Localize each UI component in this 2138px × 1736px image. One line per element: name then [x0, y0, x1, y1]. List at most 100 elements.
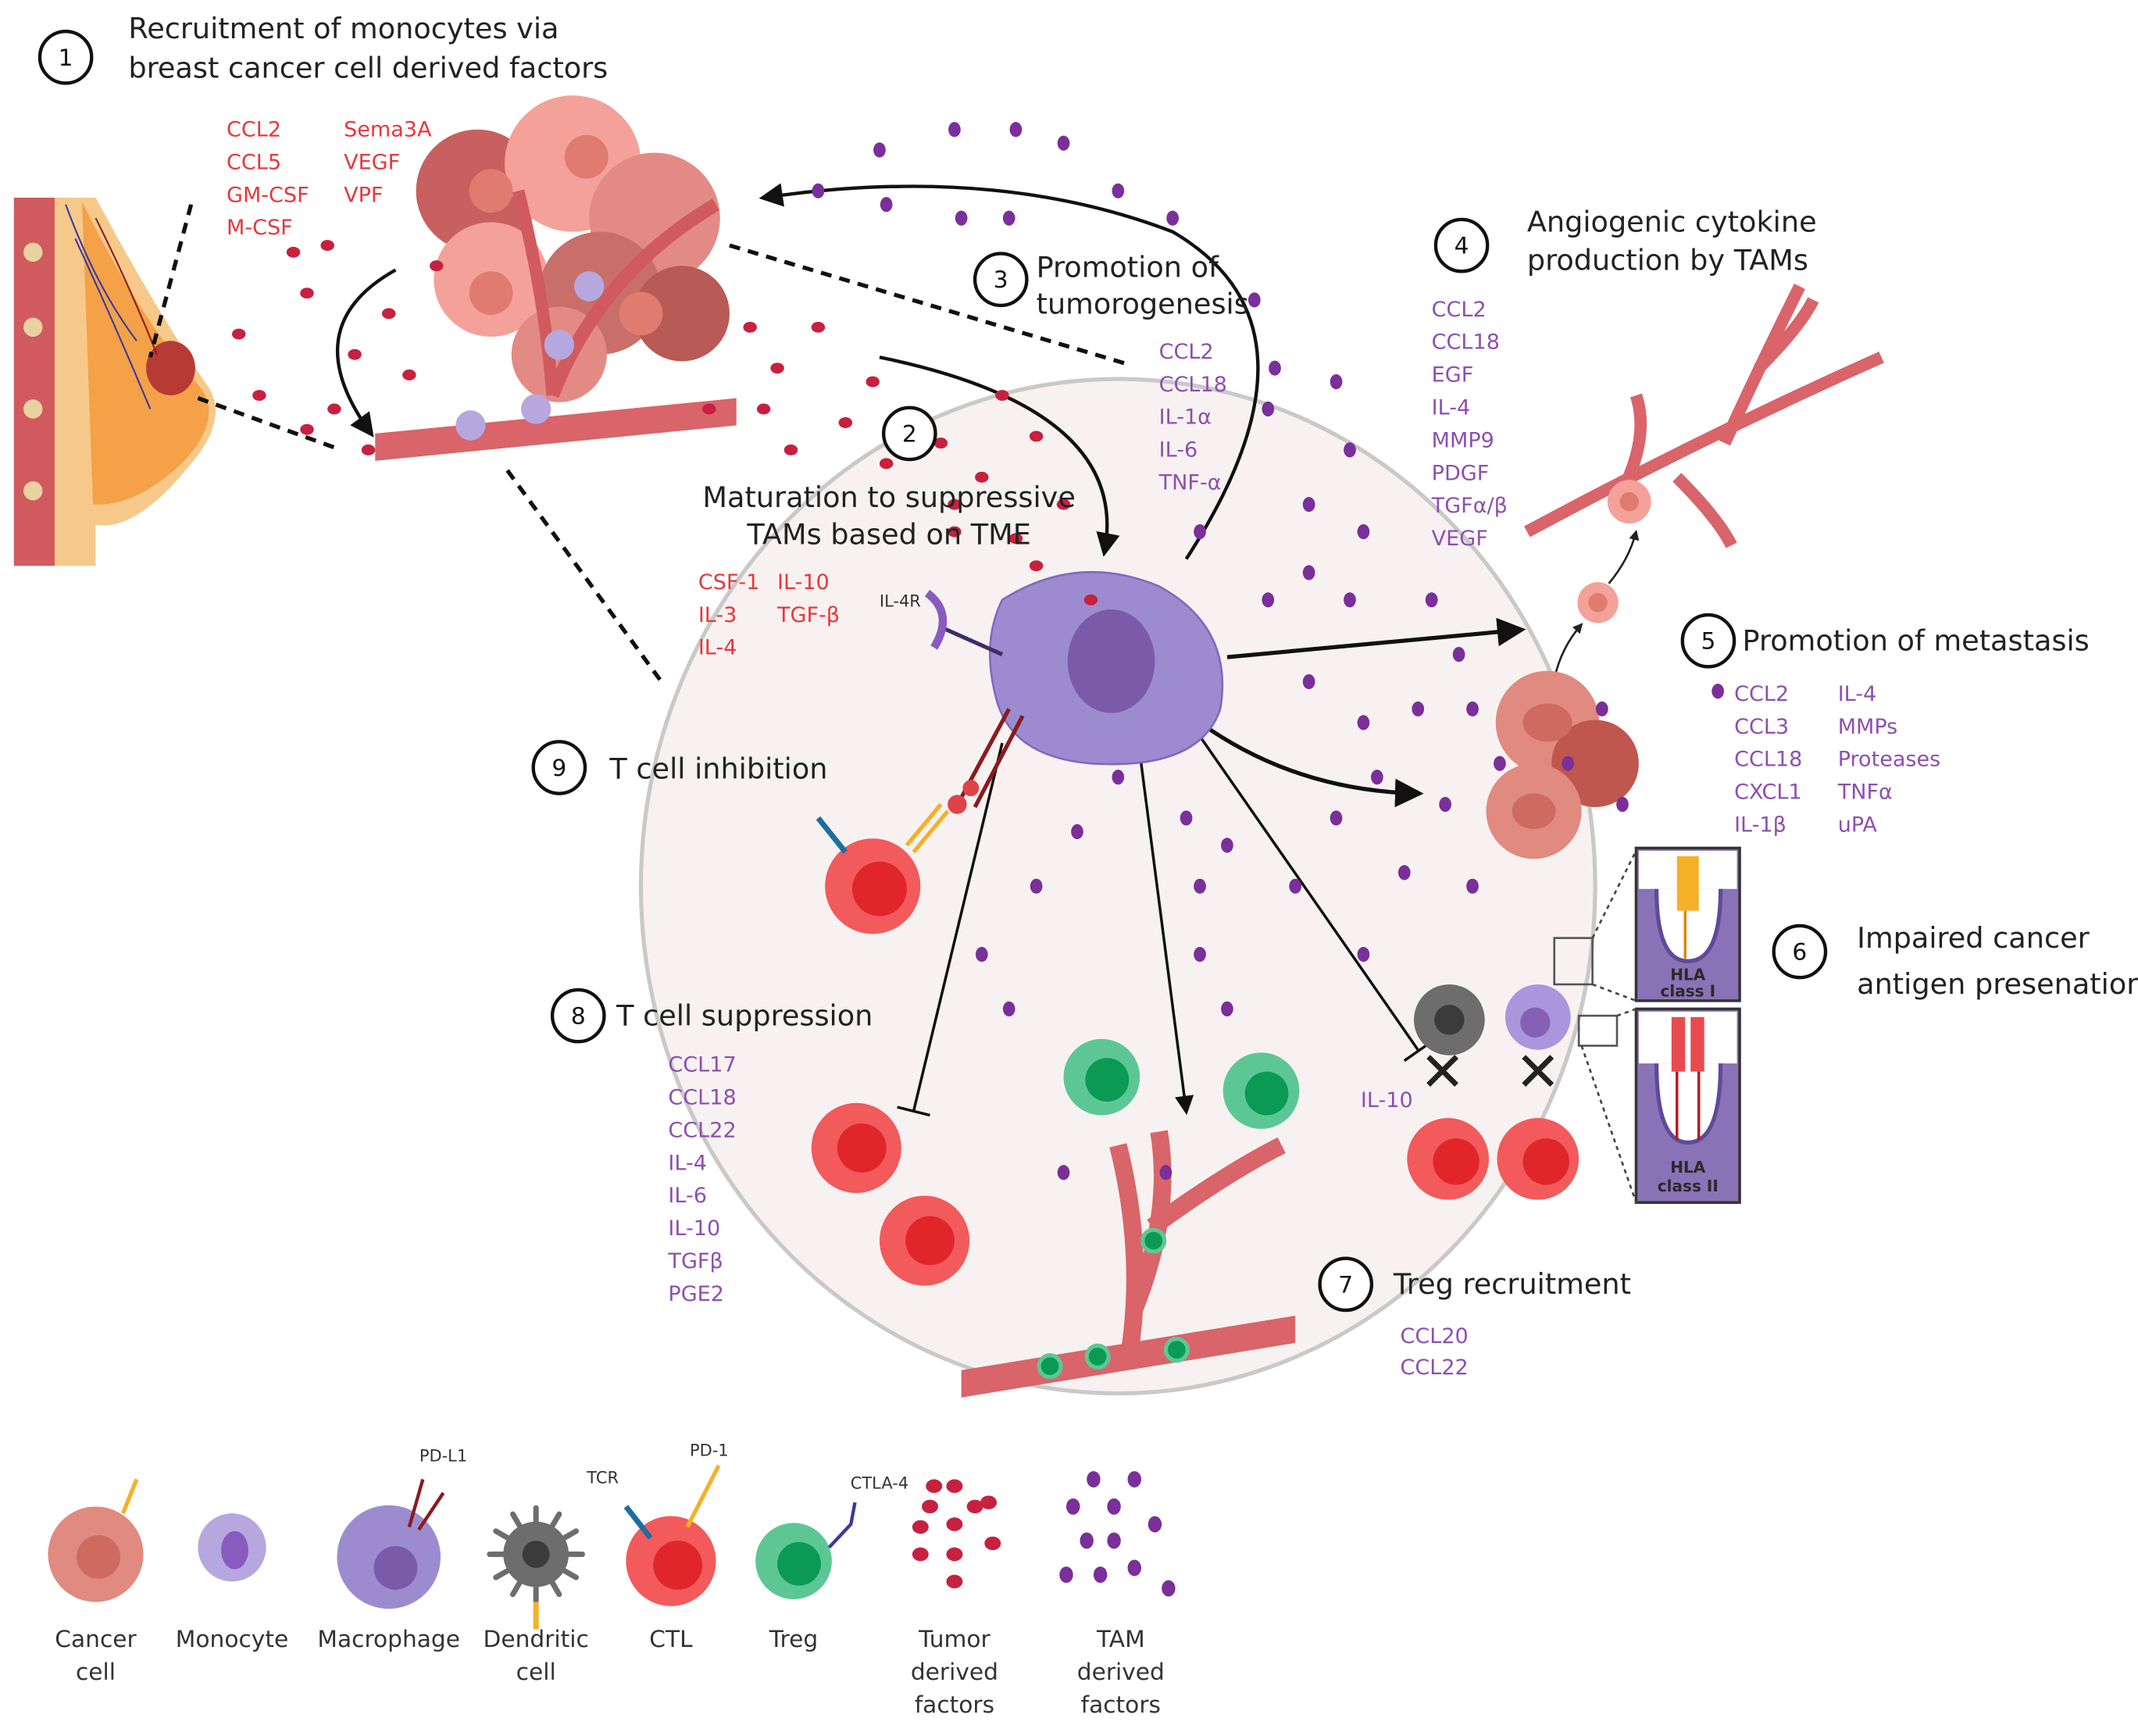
tam-factor-dot [1302, 673, 1315, 690]
tumor-factor-dot [879, 458, 894, 470]
factor-label: MMPs [1838, 715, 1898, 739]
tam-factor-dot [1562, 755, 1575, 771]
marker-label: CTLA-4 [851, 1474, 908, 1493]
tumor-factor-dot [948, 526, 962, 538]
factor-label: IL-1α [1159, 405, 1212, 430]
tam-factor-dot-icon [1059, 1566, 1073, 1584]
arrow-recruitment [335, 268, 397, 438]
tumor-factor-dot [327, 403, 341, 415]
tumor-factor-dot [756, 403, 771, 415]
arrow-tumorogenesis [758, 183, 1260, 560]
legend-label: cell [516, 1658, 556, 1685]
step-number: 2 [902, 420, 917, 447]
factor-label: PDGF [1432, 461, 1490, 485]
factor-label: TGFβ [667, 1249, 723, 1273]
tam-factor-dot [1344, 442, 1356, 458]
tam-factor-dot [1262, 401, 1275, 417]
tumor-factor-dot-icon [912, 1547, 929, 1562]
tumor-factor-dot-icon [912, 1520, 929, 1534]
factor-label: IL-10 [668, 1216, 720, 1241]
hla-class-1-sublabel: class I [1660, 982, 1715, 1001]
tumor-factor-dot-icon [980, 1495, 998, 1509]
tam-factor-dot [955, 210, 968, 226]
factor-label: TGFα/β [1431, 494, 1508, 518]
tumor-factor-dot [811, 321, 826, 333]
factor-label: CCL2 [227, 118, 281, 142]
step-title: antigen presenation [1857, 967, 2138, 1001]
legend-label: derived [1077, 1658, 1165, 1685]
tam-factor-dot [1112, 770, 1125, 785]
zoom-box-hla2 [1577, 1014, 1619, 1047]
tumor-factor-dot [402, 369, 416, 380]
dendrite-icon [493, 1528, 511, 1541]
step-number-circle-icon [37, 29, 94, 85]
tumor-factor-dot [743, 321, 757, 333]
tam-factor-dot [1289, 878, 1302, 894]
dendrite-icon [549, 1580, 562, 1598]
tumor-factor-dot [838, 416, 853, 428]
factor-label: CCL18 [1432, 330, 1500, 355]
step-title: Angiogenic cytokine [1527, 205, 1817, 239]
step-title: production by TAMs [1527, 244, 1808, 277]
step-number-circle-icon [1680, 613, 1736, 669]
tumor-factor-dot [1008, 533, 1023, 545]
tumor-factor-dot-icon [926, 1479, 943, 1493]
factor-label: Proteases [1838, 748, 1940, 772]
tam-factor-dot-icon [1087, 1470, 1101, 1488]
legend-label: TAM [1096, 1625, 1145, 1652]
macrophage-nucleus-icon [373, 1545, 418, 1590]
step-number: 3 [994, 266, 1008, 293]
tam-factor-dot [1595, 701, 1608, 717]
tam-factor-dot [948, 122, 961, 138]
tam-factor-dot [1262, 592, 1275, 608]
factor-label: IL-6 [668, 1184, 707, 1208]
factor-label: CCL5 [227, 150, 281, 174]
pd-1-icon [685, 1464, 721, 1528]
tumor-factor-dot [1056, 498, 1071, 510]
tumor-factor-dot-icon [946, 1547, 963, 1562]
factor-label: IL-4 [668, 1151, 707, 1175]
il10-label: IL-10 [1361, 1088, 1413, 1113]
factor-label: IL-4 [1838, 682, 1877, 706]
hla-class-1-label: HLA [1670, 966, 1706, 984]
soluble-factors [232, 122, 1725, 1181]
factor-label: VPF [344, 183, 383, 207]
tam-factor-dot [1194, 878, 1206, 894]
tam-factor-dot [1711, 684, 1725, 699]
pd-l1-icon [407, 1478, 445, 1531]
step-title: Maturation to suppressive [702, 480, 1075, 514]
arrow-angiogenesis [1226, 617, 1526, 659]
marker-label: PD-1 [690, 1441, 729, 1460]
zoom-dashed-line [197, 396, 342, 452]
dendritic-cell-nucleus-icon [522, 1540, 550, 1568]
il4r-label: IL-4R [880, 592, 921, 611]
tumor-factor-dot [381, 308, 396, 320]
factor-label: CSF-1 [698, 570, 760, 595]
tam-factor-dot [1180, 810, 1193, 826]
ctl-nucleus [905, 1216, 955, 1266]
treg-in-vessel [1037, 1352, 1063, 1380]
tam-factor-dot [1194, 946, 1206, 963]
x-mark: ✕ [1515, 1041, 1561, 1104]
treg-nucleus-icon [777, 1541, 821, 1586]
factor-label: Sema3A [344, 118, 432, 142]
tam-factor-dot [1194, 523, 1206, 540]
dendrite-icon [561, 1567, 580, 1581]
ctl-nucleus-icon [653, 1540, 703, 1590]
tumor-factor-dot [320, 240, 334, 252]
tumor-factor-dot [286, 246, 301, 258]
legend-label: factors [1081, 1691, 1161, 1718]
arrow-treg [1137, 742, 1194, 1116]
factor-label: IL-4 [1432, 396, 1471, 420]
tumor-factor-dot [430, 260, 444, 272]
step-number: 6 [1792, 938, 1807, 966]
tam-factor-dot-icon [1148, 1516, 1162, 1533]
